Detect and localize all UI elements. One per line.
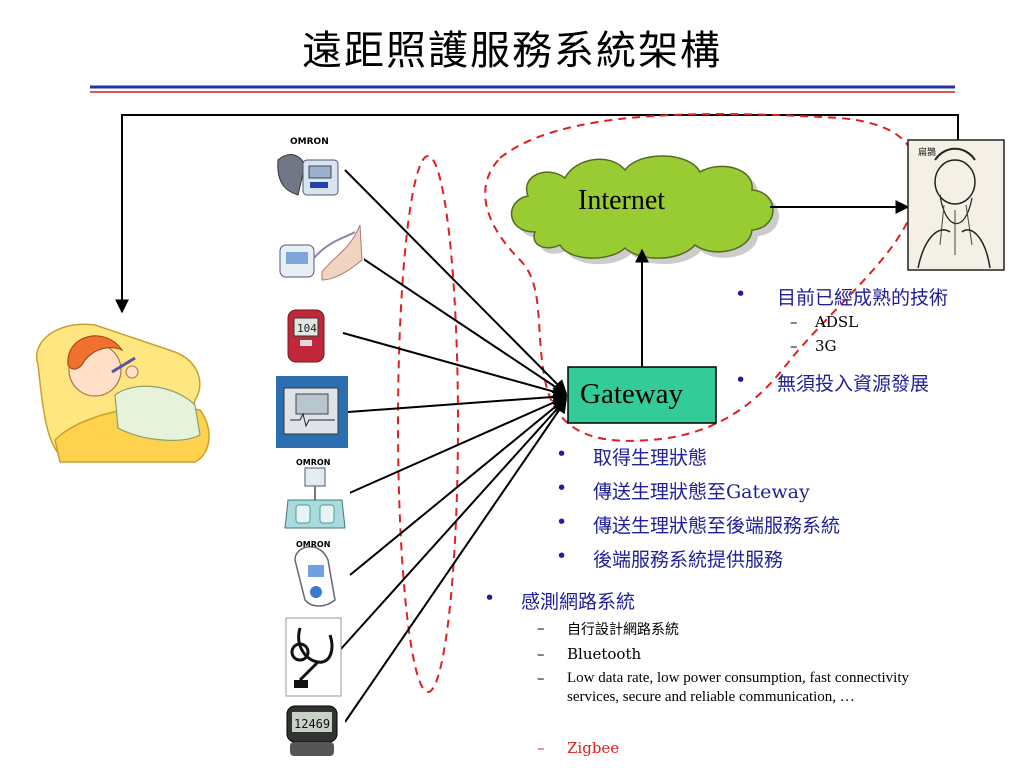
mature-tech-boundary [484, 113, 919, 442]
sub-bullet-icon: – [537, 645, 545, 663]
sensor-network-text: 感測網路系統 [521, 591, 636, 613]
stethoscope-icon [285, 617, 342, 697]
patient-in-bed-illustration [35, 323, 210, 463]
bullet-icon: • [735, 283, 747, 305]
device-links [339, 169, 568, 723]
sub-bullet-icon: – [537, 739, 545, 757]
blood-pressure-monitor-icon [270, 140, 342, 210]
pedometer-display-text: 12469 [294, 717, 330, 731]
sensor-network-item-text: Low data rate, low power consumption, fa… [567, 670, 909, 705]
no-investment-note: • 無須投入資源發展 [735, 369, 929, 396]
mature-tech-item-text: ADSL [815, 313, 859, 331]
body-composition-scale-icon [280, 456, 350, 534]
sensor-network-item: – Low data rate, low power consumption, … [537, 669, 927, 707]
mature-tech-item: – 3G [790, 337, 837, 355]
blood-glucose-meter-icon: 104 [278, 307, 340, 375]
title-rule [90, 85, 955, 93]
gateway-label: Gateway [580, 378, 684, 410]
gateway-step: • 後端服務系統提供服務 [556, 545, 783, 572]
sensor-network-item-text: Zigbee [567, 739, 620, 757]
gateway-step-text: 取得生理狀態 [593, 447, 708, 469]
bullet-icon: • [735, 369, 747, 391]
page-title: 遠距照護服務系統架構 [302, 28, 722, 74]
sub-bullet-icon: – [537, 669, 545, 687]
mature-tech-label: • 目前已經成熟的技術 [735, 283, 948, 310]
ear-thermometer-icon [282, 538, 344, 610]
no-investment-text: 無須投入資源發展 [777, 373, 930, 395]
gateway-step: • 取得生理狀態 [556, 443, 707, 470]
sub-bullet-icon: – [790, 313, 798, 331]
pedometer-icon: 12469 [280, 700, 345, 762]
gateway-step: • 傳送生理狀態至Gateway [556, 477, 810, 504]
gateway-step-text: 後端服務系統提供服務 [593, 549, 784, 571]
gateway-step: • 傳送生理狀態至後端服務系統 [556, 511, 840, 538]
physician-portrait: 扁鵲 [907, 139, 1005, 271]
internet-cloud [510, 155, 779, 265]
pulse-oximeter-icon [272, 222, 364, 290]
gateway-step-text: 傳送生理狀態至Gateway [593, 481, 810, 503]
sensor-network-item-text: Bluetooth [567, 645, 642, 663]
mature-tech-item: – ADSL [790, 313, 858, 331]
bullet-icon: • [484, 587, 496, 609]
ecg-recorder-icon [276, 376, 348, 448]
sensor-network-label: • 感測網路系統 [484, 587, 635, 614]
meter-display-text: 104 [297, 322, 317, 335]
mature-tech-item-text: 3G [815, 337, 837, 355]
bullet-icon: • [556, 545, 568, 567]
svg-text:扁鵲: 扁鵲 [918, 146, 936, 158]
mature-tech-text: 目前已經成熟的技術 [777, 287, 949, 309]
bullet-icon: • [556, 511, 568, 533]
sub-bullet-icon: – [790, 337, 798, 355]
brand-label-thermometer: OMRON [296, 540, 331, 549]
gateway-step-text: 傳送生理狀態至後端服務系統 [593, 515, 841, 537]
sensor-network-item-text: 自行設計網路系統 [567, 622, 679, 638]
sensor-network-item: – 自行設計網路系統 [537, 619, 679, 639]
gateway-box [567, 366, 717, 424]
sub-bullet-icon: – [537, 619, 545, 637]
brand-label-top: OMRON [290, 137, 329, 147]
bullet-icon: • [556, 443, 568, 465]
sensor-network-item-zigbee: – Zigbee [537, 739, 619, 757]
brand-label-scale: OMRON [296, 458, 331, 467]
sensor-network-item: – Bluetooth [537, 645, 641, 663]
sensor-network-boundary [397, 155, 459, 693]
internet-label: Internet [578, 185, 666, 216]
feedback-arrow [115, 114, 959, 314]
bullet-icon: • [556, 477, 568, 499]
